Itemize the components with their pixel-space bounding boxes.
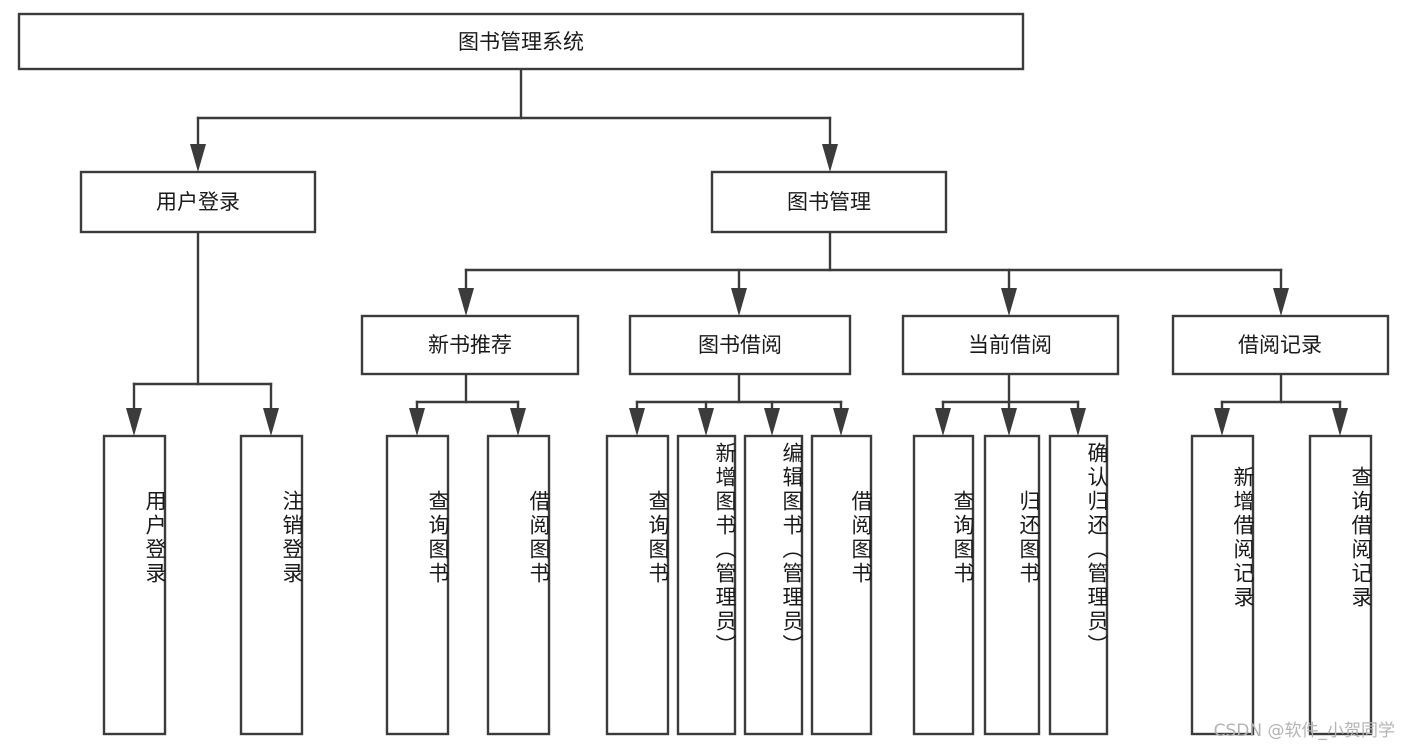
node-book-manage[interactable] (710, 170, 948, 234)
arrow-leaf-confirm-return (1070, 408, 1086, 436)
connector-layer (126, 68, 1348, 436)
label-book-manage: 图书管理 (787, 190, 871, 214)
node-leaf-return-book[interactable] (983, 434, 1041, 736)
node-leaf-logout-login[interactable] (239, 434, 304, 736)
label-new-book-recommend: 新书推荐 (428, 333, 512, 357)
node-book-borrow[interactable] (628, 314, 852, 376)
node-leaf-add-record[interactable] (1190, 434, 1255, 736)
node-leaf-query-book-2[interactable] (605, 434, 670, 736)
node-root[interactable] (17, 12, 1025, 71)
node-user-login[interactable] (79, 170, 317, 234)
node-leaf-borrow-book-1[interactable] (486, 434, 551, 736)
arrow-leaf-borrow-book-1 (510, 408, 526, 436)
arrow-leaf-add-book (698, 408, 714, 436)
arrow-leaf-user-login (126, 408, 142, 436)
arrow-leaf-query-book-3 (935, 408, 951, 436)
csdn-watermark: CSDN @软件_小贺同学 (1213, 721, 1395, 741)
arrow-to-book-borrow (731, 288, 747, 316)
arrow-leaf-borrow-book-2 (833, 408, 849, 436)
arrow-to-borrow-record (1273, 288, 1289, 316)
node-leaf-query-record[interactable] (1308, 434, 1373, 736)
arrow-leaf-add-record (1214, 408, 1230, 436)
node-leaf-confirm-return[interactable] (1048, 434, 1109, 736)
arrow-leaf-query-book-2 (629, 408, 645, 436)
label-current-borrow: 当前借阅 (968, 333, 1052, 357)
label-layer: 图书管理系统 用户登录 图书管理 新书推荐 图书借阅 当前借阅 借阅记录 (156, 30, 1322, 357)
arrow-to-current-borrow (1001, 288, 1017, 316)
node-new-book-recommend[interactable] (360, 314, 580, 376)
label-user-login: 用户登录 (156, 190, 240, 214)
node-leaf-user-login[interactable] (102, 434, 167, 736)
arrow-leaf-logout-login (263, 408, 279, 436)
arrow-leaf-query-book-1 (409, 408, 425, 436)
node-current-borrow[interactable] (901, 314, 1120, 376)
label-root: 图书管理系统 (458, 30, 584, 54)
node-borrow-record[interactable] (1171, 314, 1390, 376)
arrow-leaf-query-record (1332, 408, 1348, 436)
node-leaf-edit-book[interactable] (743, 434, 804, 736)
node-leaf-query-book-3[interactable] (912, 434, 975, 736)
arrow-to-user-login (190, 144, 206, 172)
node-leaf-borrow-book-2[interactable] (810, 434, 873, 736)
label-book-borrow: 图书借阅 (698, 333, 782, 357)
arrow-leaf-edit-book (764, 408, 780, 436)
node-layer (17, 12, 1390, 736)
arrow-to-new-book-recommend (458, 288, 474, 316)
arrow-leaf-return-book (1001, 408, 1017, 436)
node-leaf-add-book[interactable] (676, 434, 737, 736)
label-borrow-record: 借阅记录 (1238, 333, 1322, 357)
node-leaf-query-book-1[interactable] (385, 434, 450, 736)
arrow-to-book-manage (822, 144, 838, 172)
